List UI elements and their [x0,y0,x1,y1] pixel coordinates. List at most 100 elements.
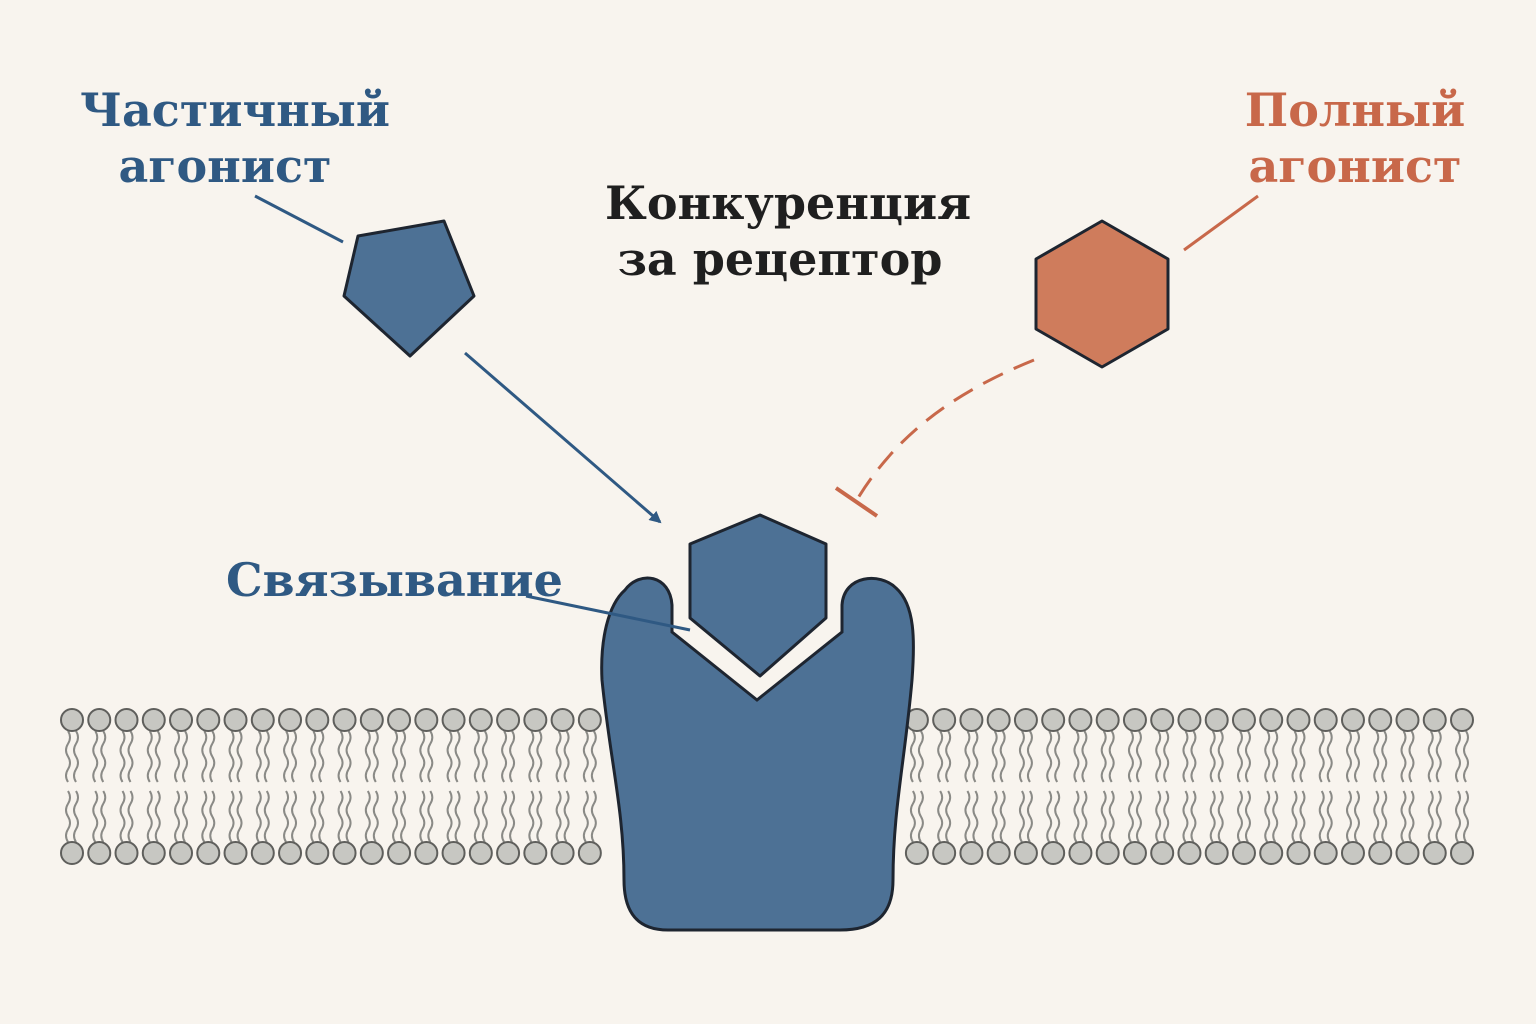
lipid-tail [1190,730,1197,783]
lipid-tail [73,790,79,843]
lipid-tail [1353,730,1360,783]
lipid-tail [1463,730,1469,783]
lipid-tail [65,790,71,843]
lipid-tail [446,790,453,843]
lipid-tail [1182,790,1189,843]
lipid-tail [1264,790,1271,843]
lipid-tail [481,790,488,843]
lipid-tail [582,730,589,783]
lipid-tail [909,790,916,843]
lipid-tail [255,790,262,843]
lipid-tail [427,730,434,783]
lipid-head [169,708,194,732]
lipid-head [441,841,466,865]
lipid-head [1259,841,1284,865]
lipid-tail [174,790,181,843]
lipid-tail [555,730,562,783]
lipid-head [60,841,84,865]
lipid-tail [937,730,944,783]
lipid-tail [563,730,570,783]
lipid-tail [1455,790,1461,843]
lipid-tail [364,790,371,843]
lipid-head [959,708,984,732]
lipid-head [278,708,303,732]
lipid-head [141,708,166,732]
lipid-tail [1127,730,1134,783]
lipid-tail [1373,790,1380,843]
lipid-tail [1291,790,1298,843]
lipid-tail [1400,730,1407,783]
lipid-head [114,708,139,732]
lipid-head [1368,841,1393,865]
lipid-head [959,841,984,865]
lipid-head [60,708,84,732]
lipid-head [141,841,166,865]
lipid-tail [528,790,535,843]
lipid-tail [1163,790,1170,843]
lipid-tail [536,790,543,843]
partial-agonist-label-line-1: Частичный [80,83,391,137]
lipid-tail [1299,790,1306,843]
receptor [600,576,915,932]
binding-leader [525,594,691,632]
lipid-head [1013,708,1038,732]
lipid-tail [1108,730,1115,783]
lipid-tail [1054,730,1061,783]
lipid-tail [392,790,399,843]
lipid-head [1177,841,1202,865]
lipid-head [496,708,521,732]
lipid-head [223,708,248,732]
lipid-tail [1345,790,1352,843]
lipid-tail [364,730,371,783]
lipid-tail [1435,790,1442,843]
lipid-tail [1408,790,1415,843]
lipid-tail [1373,730,1380,783]
lipid-tail [345,790,352,843]
lipid-tail [1381,790,1388,843]
lipid-tail [1435,730,1442,783]
lipid-tail [964,790,971,843]
lipid-head [1422,841,1447,865]
lipid-tail [501,790,508,843]
lipid-head [359,708,384,732]
lipid-tail [1026,730,1033,783]
lipid-tail [392,730,399,783]
lipid-tail [1209,730,1216,783]
lipid-tail [1054,790,1061,843]
lipid-tail [310,790,317,843]
lipid-head [1122,841,1147,865]
lipid-tail [1272,730,1279,783]
lipid-head [1368,708,1393,732]
lipid-tail [209,790,216,843]
binding-label-text: Связывание [226,553,563,607]
lipid-head [414,841,439,865]
lipid-tail [119,790,126,843]
lipid-tail [318,730,325,783]
lipid-tail [991,790,998,843]
lipid-tail [65,730,71,783]
lipid-tail [590,790,597,843]
lipid-head [1041,708,1066,732]
lipid-tail [909,730,916,783]
lipid-tail [563,790,570,843]
lipid-tail [991,730,998,783]
lipid-head [1041,841,1066,865]
lipid-tail [1381,730,1388,783]
lipid-tail [372,730,379,783]
lipid-tail [154,790,161,843]
lipid-head [87,708,112,732]
lipid-head [1313,841,1338,865]
lipid-head [359,841,384,865]
lipid-head [169,841,194,865]
lipid-head [1013,841,1038,865]
lipid-tail [236,730,243,783]
lipid-tail [318,790,325,843]
lipid-tail [999,730,1006,783]
blocked-path [856,358,1035,499]
lipid-tail [1135,790,1142,843]
lipid-head [1122,708,1147,732]
lipid-head [1340,841,1365,865]
lipid-head [1259,708,1284,732]
lipid-tail [1081,730,1088,783]
